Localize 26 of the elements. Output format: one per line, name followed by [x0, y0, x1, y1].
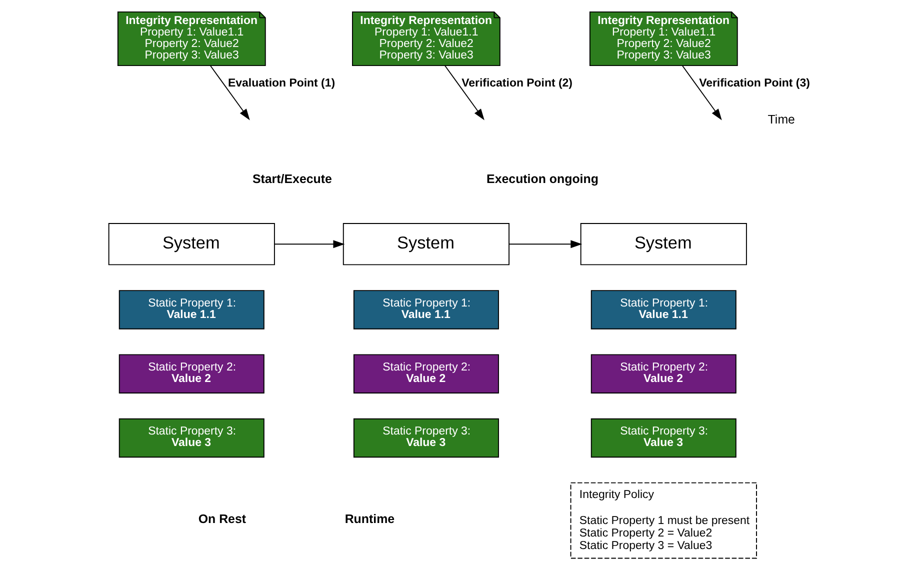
node-box: Static Property 1: Value 1.1 [352, 290, 498, 330]
node-box: Static Property 2: Value 2 [590, 354, 736, 394]
node-box: Integrity Policy Static Property 1 must be present Static Property 2 = Value2 Static Property 3 = Value3 [570, 482, 756, 559]
label: On Rest [198, 512, 246, 526]
label: Start/Execute [252, 172, 332, 186]
node-box: Static Property 3: Value 3 [118, 418, 264, 458]
label: Execution ongoing [486, 172, 598, 186]
node-box: Static Property 3: Value 3 [590, 418, 736, 458]
node-box: Static Property 1: Value 1.1 [118, 290, 264, 330]
arrow [681, 65, 722, 120]
node-box: System [108, 223, 274, 266]
edge-label: Evaluation Point (1) [228, 77, 335, 90]
arrow [209, 65, 250, 120]
node-box: Static Property 2: Value 2 [352, 354, 498, 394]
node-box: Static Property 3: Value 3 [352, 418, 498, 458]
edge-label: Verification Point (2) [461, 77, 572, 90]
node-box: System [580, 223, 746, 266]
arrow [508, 240, 582, 248]
arrow [444, 65, 484, 120]
edge-label: Verification Point (3) [698, 77, 810, 90]
node-box: Static Property 2: Value 2 [118, 354, 264, 394]
arrow [274, 240, 344, 248]
label: Time [767, 112, 794, 126]
node-box: Static Property 1: Value 1.1 [590, 290, 736, 330]
node-box: System [342, 223, 509, 266]
label: Runtime [344, 512, 394, 526]
